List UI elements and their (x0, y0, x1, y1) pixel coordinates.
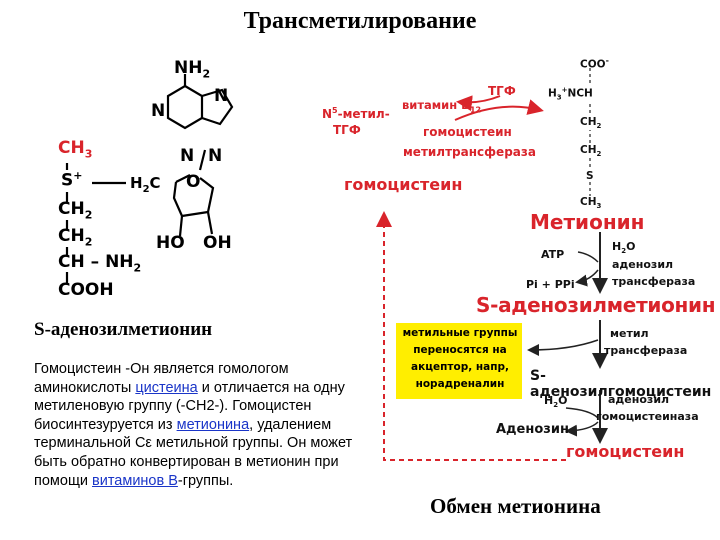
link-vitamins-b[interactable]: витаминов B (92, 472, 178, 489)
pi-out-arrow (575, 269, 599, 287)
page-title: Трансметилирование (243, 8, 477, 34)
methyl-groups-line-1: метильные группы (402, 327, 518, 339)
oh-label: OH (203, 233, 232, 253)
methyl-groups-text: метильные группы переносятся на акцептор… (398, 325, 522, 393)
homocysteine-top: гомоцистеин (344, 175, 463, 194)
vitamin-b12-label: витамин B12 (402, 98, 482, 115)
n5-methyl-thf: N5-метил- (322, 106, 390, 121)
ch2-1-label: CH2 (580, 116, 602, 131)
s-label-right: S (586, 170, 594, 182)
methyl-groups-box (396, 323, 522, 399)
adenosine-label: Аденозин (496, 422, 569, 437)
n3-label: N (180, 146, 195, 166)
ch3-label: CH3 (58, 138, 93, 161)
methyl-groups-line-4: норадреналин (415, 378, 505, 390)
methionine-label: Метионин (530, 210, 645, 234)
enzyme-hcy-methyltransferase-2: метилтрансфераза (403, 145, 536, 159)
o-label: O (186, 172, 201, 192)
cooh-label: COOH (58, 280, 114, 300)
h2o-label: H2O (612, 240, 636, 256)
methyl-groups-line-3: акцептор, напр, (411, 361, 509, 373)
homocysteine-description: Гомоцистеин -Он является гомологом амино… (34, 361, 353, 489)
sam-label: S-аденозилметионин (34, 319, 213, 340)
transferase2-label: трансфераза (604, 344, 688, 357)
link-cysteine[interactable]: цистеина (135, 379, 198, 396)
tgf-right: ТГФ (488, 84, 516, 98)
nh2-top-label: NH2 (174, 58, 211, 81)
ho-label: HO (156, 233, 185, 253)
ribose-bond-1 (175, 174, 191, 183)
ribose-oh-bond-1 (178, 215, 184, 237)
link-methionine[interactable]: метионина (176, 416, 250, 433)
h2o-2-label: H2O (544, 394, 568, 410)
sam-cycle-label: S-аденозилметионин (476, 293, 716, 317)
h2c-label: H2C (130, 174, 161, 195)
n4-label: N (208, 146, 223, 166)
s-label: S+ (61, 169, 83, 191)
adenine-ring5 (201, 88, 234, 126)
ch3-label-right: CH3 (580, 196, 602, 211)
adenosyl2-label: аденозил (608, 393, 670, 406)
sah-label: S-аденозилгомоцистеин (530, 368, 712, 400)
n2-label: N (214, 86, 229, 106)
h3n-label: H3+NCH (548, 86, 593, 102)
atp-in-arrow (577, 251, 599, 263)
ribose-oh-bond-2 (206, 211, 214, 235)
adenosyl-label: аденозил (612, 258, 674, 271)
enzyme-hcy-methyltransferase-1: гомоцистеин (423, 125, 512, 139)
vitamin-b12-arrow (454, 99, 544, 121)
homocysteine-bottom: гомоцистеин (566, 442, 685, 461)
h2o-in-arrow (565, 407, 599, 419)
return-loop-arrow (376, 211, 566, 461)
coo-label: COO- (580, 56, 609, 71)
adenosine-out-arrow (565, 421, 599, 437)
ch2-2-label: CH2 (580, 144, 602, 159)
methyl-out-arrow (527, 339, 599, 356)
glycosidic-bond (198, 149, 207, 171)
methyl-label: метил (610, 327, 649, 340)
n1-label: N (151, 101, 166, 121)
ch2-a-label: CH2 (58, 199, 93, 222)
transferase-label: трансфераза (612, 275, 696, 288)
methyl-groups-line-2: переносятся на (413, 344, 507, 356)
ch-label: CH – NH2 (58, 252, 142, 275)
atp-label: ATP (541, 248, 565, 261)
homocysteinase-label: гомоцистеиназа (596, 410, 699, 423)
tgf-arrow (456, 95, 501, 112)
caption: Обмен метионина (430, 494, 601, 518)
sam-bonds (65, 74, 234, 283)
pi-ppi-label: Pi + PPi (526, 278, 575, 291)
ch2-b-label: CH2 (58, 226, 93, 249)
ribose-ring (172, 177, 215, 218)
tgf-left: ТГФ (333, 123, 361, 137)
